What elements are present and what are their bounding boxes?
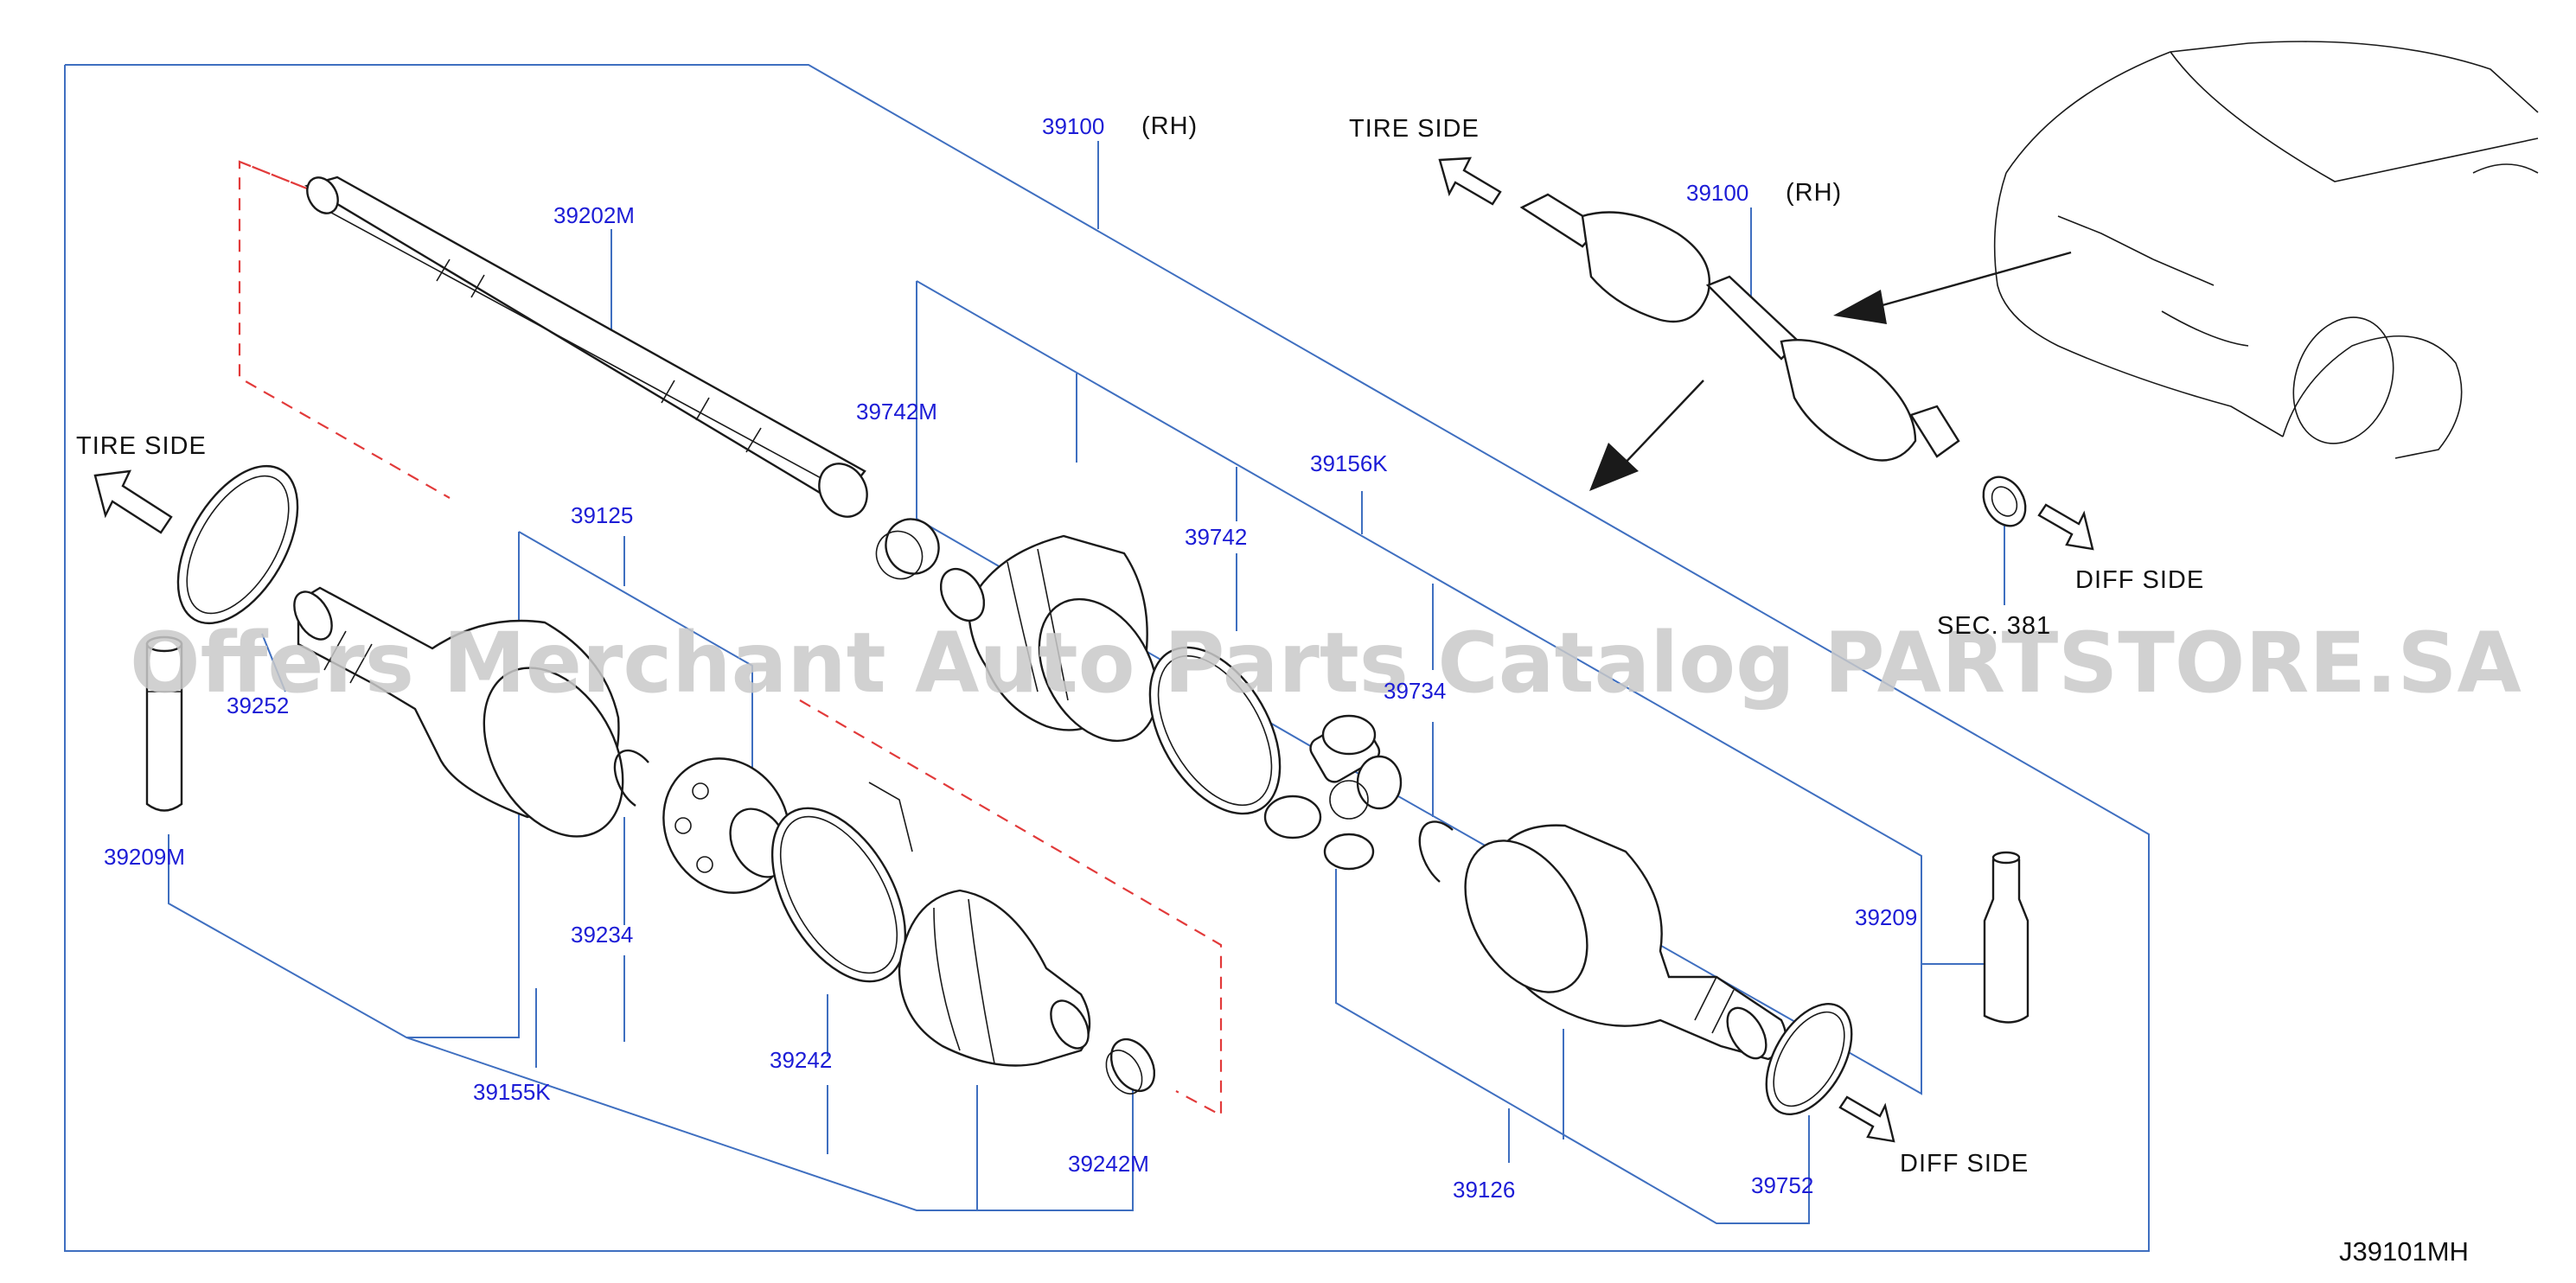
- boot-lower: [898, 889, 1091, 1067]
- label-39252: 39252: [227, 693, 289, 718]
- label-39209: 39209: [1855, 904, 1917, 930]
- tire-side-arrow-icon: [93, 469, 173, 534]
- label-39155K: 39155K: [473, 1079, 551, 1105]
- housing-39125: [293, 586, 624, 838]
- leader-39252: [261, 633, 286, 693]
- label-39234: 39234: [571, 922, 633, 948]
- label-39242: 39242: [770, 1047, 832, 1073]
- diagram-code: J39101MH: [2339, 1236, 2469, 1267]
- leader-lines: [64, 64, 2150, 1252]
- watermark: Offers Merchant Auto Parts Catalog PARTS…: [130, 615, 2522, 712]
- label-39156K: 39156K: [1310, 450, 1388, 476]
- label-39100-main: 39100: [1042, 113, 1104, 139]
- snap-ring-39234: [613, 749, 649, 807]
- car-outline: [1993, 41, 2539, 459]
- frame-outline: [64, 64, 2150, 1252]
- band-39242: [770, 782, 913, 983]
- parts-artwork: [93, 41, 2539, 1143]
- band-39242M: [1105, 1037, 1156, 1095]
- guide-shaft-left: [238, 160, 451, 499]
- boot-upper: [939, 534, 1159, 743]
- ring-39752: [1765, 1002, 1853, 1116]
- label-39742: 39742: [1185, 524, 1247, 550]
- housing-39126: [1464, 824, 1787, 1061]
- label-39202M: 39202M: [553, 202, 635, 228]
- part-number-labels: 39100 (RH) 39202M 39742M 39156K 39125 39…: [104, 112, 2051, 1203]
- tire-side-inset-arrow-icon: [1438, 156, 1502, 206]
- shaft-39202M: [304, 176, 868, 518]
- snap-ring-right: [1418, 820, 1454, 883]
- label-39209M: 39209M: [104, 844, 185, 870]
- inset-shaft-assembly: [1519, 193, 2027, 527]
- tripod-39734: [1263, 714, 1403, 871]
- guide-boot-right: [799, 699, 1223, 1117]
- diff-side-inset-label: DIFF SIDE: [2075, 566, 2204, 594]
- label-39734: 39734: [1384, 678, 1446, 704]
- leader-39155K-base: [406, 1037, 1134, 1211]
- diff-side-bottom-label: DIFF SIDE: [1900, 1150, 2029, 1178]
- dashed-guides: [238, 160, 1223, 1117]
- label-39100-inset: 39100: [1686, 180, 1748, 206]
- label-39126: 39126: [1453, 1177, 1515, 1203]
- arrow-to-shaft-icon: [1833, 290, 1887, 324]
- ring-39252: [176, 464, 299, 625]
- label-39125: 39125: [571, 502, 633, 528]
- grease-39209M: [145, 635, 183, 812]
- label-39742M: 39742M: [856, 399, 937, 424]
- tire-side-left-label: TIRE SIDE: [76, 432, 207, 460]
- label-39752: 39752: [1751, 1172, 1813, 1198]
- diff-side-inset-arrow-icon: [2037, 503, 2094, 551]
- band-39742: [1148, 646, 1282, 815]
- leader-39125-top: [518, 531, 753, 769]
- leader-39156K-top: [916, 280, 1922, 960]
- grease-39209: [1983, 851, 2029, 1024]
- arrows: [93, 156, 2094, 1143]
- leader-39126-group: [1335, 869, 1810, 1224]
- side-labels: TIRE SIDE TIRE SIDE DIFF SIDE DIFF SIDE: [76, 115, 2204, 1178]
- label-39100-main-rh: (RH): [1141, 112, 1198, 140]
- diff-side-bottom-arrow-icon: [1838, 1095, 1895, 1143]
- band-39742M: [875, 518, 940, 580]
- tire-side-inset-label: TIRE SIDE: [1349, 115, 1480, 143]
- label-39242M: 39242M: [1068, 1151, 1149, 1177]
- label-sec381: SEC. 381: [1937, 612, 2051, 640]
- label-39100-inset-rh: (RH): [1786, 179, 1842, 207]
- arrow-to-parts-icon: [1589, 443, 1639, 491]
